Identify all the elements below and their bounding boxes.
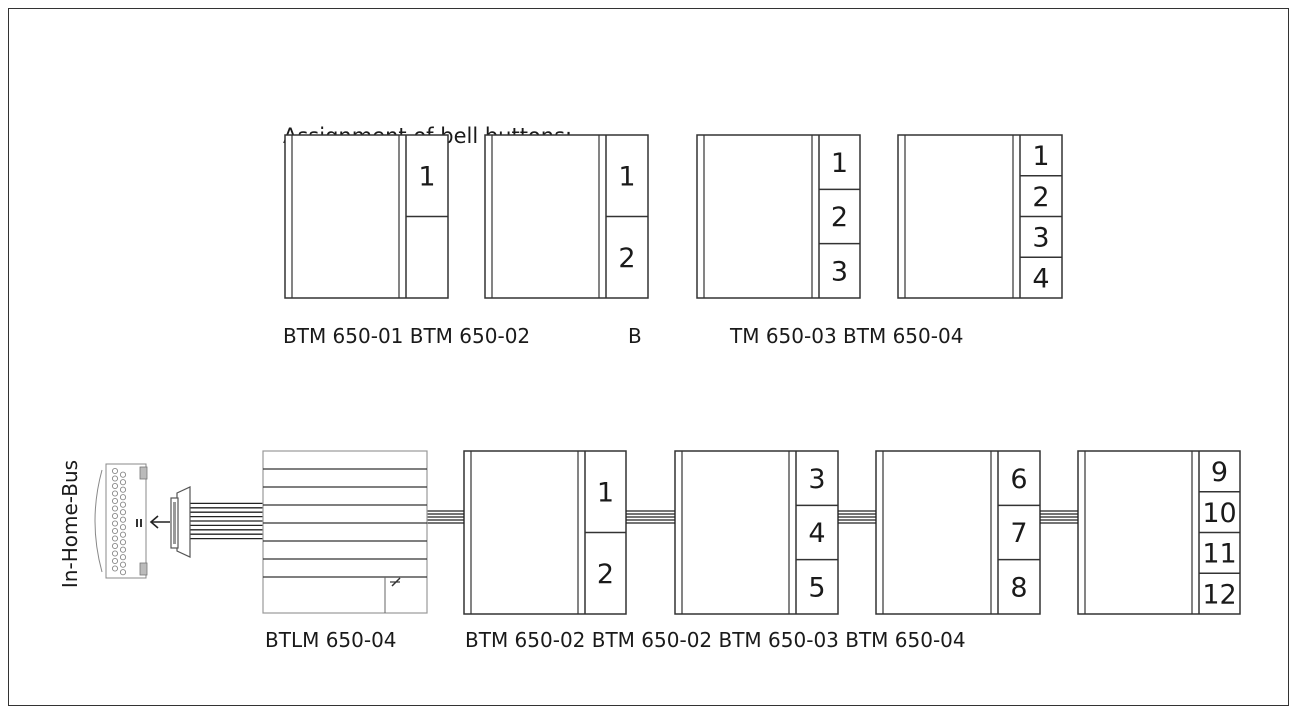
bottom-module-3: 6 7 8	[875, 450, 1041, 615]
bell-button-3: 3	[831, 257, 848, 288]
bell-button-7: 7	[1010, 518, 1027, 549]
bell-button-12: 12	[1202, 579, 1236, 610]
connecting-cables	[190, 502, 1078, 540]
bell-button-10: 10	[1202, 498, 1236, 529]
bell-button-2: 2	[1032, 182, 1049, 213]
arrow-icon	[149, 515, 170, 529]
bottom-module-4: 9 10 11 12	[1077, 450, 1241, 615]
bell-button-3: 3	[808, 464, 825, 495]
bell-button-1: 1	[831, 148, 848, 179]
bell-button-4: 4	[1032, 263, 1049, 294]
bell-button-1: 1	[418, 161, 435, 192]
top-module-4: 1 2 3 4	[897, 134, 1063, 299]
bell-button-4: 4	[808, 518, 825, 549]
cable-3	[838, 510, 876, 524]
cable-bus-to-base	[190, 502, 263, 540]
bell-button-3: 3	[1032, 223, 1049, 254]
bell-button-11: 11	[1202, 539, 1236, 570]
top-module-1: 1	[284, 134, 449, 299]
ribbon-plug	[170, 486, 191, 558]
bell-button-1: 1	[618, 161, 635, 192]
bus-connector	[94, 463, 148, 579]
caption-top-2: B	[628, 324, 642, 348]
bell-button-6: 6	[1010, 464, 1027, 495]
caption-top-3: TM 650-03 BTM 650-04	[730, 324, 964, 348]
caption-base-module: BTLM 650-04	[265, 628, 397, 652]
bell-button-1: 1	[1032, 141, 1049, 172]
bell-button-5: 5	[808, 573, 825, 604]
bell-button-8: 8	[1010, 573, 1027, 604]
bell-button-2: 2	[618, 243, 635, 274]
caption-top-1: BTM 650-01 BTM 650-02	[283, 324, 531, 348]
cable-4	[1040, 510, 1078, 524]
caption-bottom: BTM 650-02 BTM 650-02 BTM 650-03 BTM 650…	[465, 628, 966, 652]
bottom-module-1: 12	[463, 450, 627, 615]
bus-label: In-Home-Bus	[58, 459, 82, 589]
bell-button-2: 2	[597, 559, 614, 590]
bell-button-1: 1	[597, 477, 614, 508]
cable-1	[427, 510, 464, 524]
bell-button-9: 9	[1211, 457, 1228, 488]
bottom-module-2: 3 4 5	[674, 450, 839, 615]
base-module-btlm	[262, 450, 428, 614]
bell-button-2: 2	[831, 202, 848, 233]
diagram-frame	[8, 8, 1289, 706]
top-module-3: 1 2 3	[696, 134, 861, 299]
top-module-2: 12	[484, 134, 649, 299]
cable-2	[626, 510, 675, 524]
